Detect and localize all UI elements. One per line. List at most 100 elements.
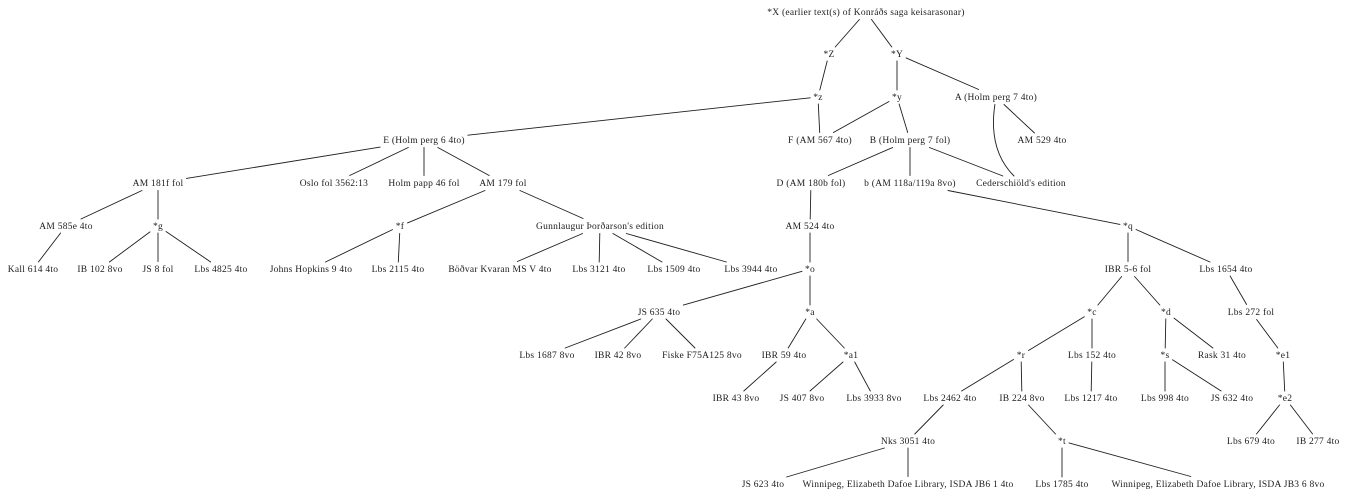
- edge-X-Y: [871, 19, 893, 48]
- node-A: A (Holm perg 7 4to): [955, 92, 1037, 103]
- edge-JS635-IBR42: [624, 318, 653, 349]
- node-AM529: AM 529 4to: [1018, 136, 1067, 146]
- node-Lbs3121: Lbs 3121 4to: [572, 265, 625, 275]
- node-X: *X (earlier text(s) of Konráðs saga keis…: [767, 7, 964, 18]
- edge-E-AM179: [437, 147, 490, 176]
- edge-Lbs2462-Nks3051: [914, 404, 944, 435]
- node-AM524: AM 524 4to: [786, 222, 835, 232]
- edge-e2-IB277: [1289, 404, 1314, 435]
- edge-B-Ceder: [928, 147, 1004, 177]
- edge-B-D: [827, 147, 894, 176]
- edge-JS635-Lbs1687: [564, 318, 642, 349]
- node-JH9: Johns Hopkins 9 4to: [270, 265, 353, 275]
- edge-Gunn-Lbs3944: [625, 233, 727, 263]
- edge-layer: [37, 19, 1314, 478]
- node-Y: *Y: [891, 50, 903, 60]
- node-WinJB6: Winnipeg, Elizabeth Dafoe Library, ISDA …: [803, 479, 1014, 490]
- node-WinJB3: Winnipeg, Elizabeth Dafoe Library, ISDA …: [1111, 479, 1324, 490]
- edge-r-IB224: [1020, 361, 1023, 392]
- node-IBR42: IBR 42 8vo: [595, 351, 642, 361]
- node-c: *c: [1087, 308, 1096, 318]
- node-Lbs1654: Lbs 1654 4to: [1199, 265, 1252, 275]
- edge-f-Lbs2115: [397, 233, 401, 263]
- edge-Lbs152-Lbs1217: [1090, 361, 1093, 392]
- edge-e2-Lbs679: [1256, 404, 1280, 435]
- node-Lbs1687: Lbs 1687 8vo: [519, 351, 574, 361]
- node-IBR59: IBR 59 4to: [762, 351, 807, 361]
- node-a: *a: [805, 308, 815, 318]
- edge-g-Lbs4825: [165, 231, 212, 263]
- edge-s-JS632: [1172, 359, 1222, 392]
- node-Lbs1785: Lbs 1785 4to: [1035, 480, 1088, 490]
- node-q: *q: [1123, 222, 1133, 232]
- node-Bodvar: Böðvar Kvaran MS V 4to: [448, 264, 551, 275]
- edge-q-Lbs1654: [1135, 229, 1211, 263]
- node-IB277: IB 277 4to: [1296, 437, 1339, 447]
- node-E: E (Holm perg 6 4to): [383, 135, 465, 146]
- edge-z-E: [467, 97, 811, 136]
- node-o: *o: [805, 265, 815, 275]
- node-r: *r: [1017, 351, 1026, 361]
- node-f: *f: [396, 221, 405, 232]
- node-z: *z: [813, 93, 822, 103]
- edge-y-B: [898, 103, 909, 133]
- node-D: D (AM 180b fol): [777, 178, 846, 189]
- node-Lbs3944: Lbs 3944 4to: [724, 265, 777, 275]
- edge-z-F: [817, 103, 821, 133]
- edge-o-JS635: [682, 270, 803, 306]
- edge-y-F: [832, 101, 890, 133]
- node-Lbs272: Lbs 272 fol: [1228, 307, 1275, 318]
- node-Lbs679: Lbs 679 4to: [1227, 437, 1275, 447]
- edge-IBR56-c: [1097, 276, 1123, 306]
- node-IB224: IB 224 8vo: [999, 394, 1044, 404]
- node-layer: *X (earlier text(s) of Konráðs saga keis…: [8, 7, 1340, 490]
- node-JS635: JS 635 4to: [638, 308, 681, 318]
- edge-AM585e-Kall614: [37, 232, 62, 263]
- node-e2: *e2: [1278, 394, 1292, 404]
- node-Kall614: Kall 614 4to: [8, 265, 59, 275]
- node-Lbs3933: Lbs 3933 8vo: [846, 394, 901, 404]
- edge-d-Rask31: [1173, 317, 1214, 349]
- node-Oslo: Oslo fol 3562:13: [300, 178, 368, 189]
- edge-r-Lbs2462: [961, 359, 1014, 392]
- node-JS632: JS 632 4to: [1211, 394, 1254, 404]
- node-JS407: JS 407 8vo: [780, 394, 825, 404]
- node-IBR56: IBR 5-6 fol: [1105, 264, 1152, 275]
- node-JS623: JS 623 4to: [742, 480, 785, 490]
- edge-c-r: [1028, 316, 1085, 351]
- node-AM181f: AM 181f fol: [133, 178, 184, 189]
- edge-D-AM524: [809, 190, 812, 220]
- node-bMS: b (AM 118a/119a 8vo): [864, 178, 956, 189]
- node-Lbs2115: Lbs 2115 4to: [372, 265, 425, 275]
- node-Nks3051: Nks 3051 4to: [881, 437, 935, 447]
- node-d: *d: [1161, 308, 1171, 318]
- node-F: F (AM 567 4to): [788, 135, 852, 146]
- edge-a-a1: [816, 318, 845, 349]
- edge-A-Ceder-curved: [993, 104, 1015, 177]
- node-IBR43: IBR 43 8vo: [713, 394, 760, 404]
- edge-E-AM181f: [185, 146, 381, 179]
- edge-Z-z: [819, 60, 828, 91]
- edge-IBR56-d: [1134, 276, 1161, 306]
- edge-t-WinJB3: [1068, 442, 1192, 477]
- edge-a1-JS407: [809, 361, 844, 392]
- node-s: *s: [1161, 351, 1170, 361]
- node-Lbs998: Lbs 998 4to: [1141, 394, 1189, 404]
- edge-g-IB102: [108, 231, 151, 263]
- edge-Lbs272-e1: [1256, 319, 1279, 349]
- node-Lbs1509: Lbs 1509 4to: [647, 265, 700, 275]
- edge-a1-Lbs3933: [854, 361, 871, 392]
- node-AM585e: AM 585e 4to: [39, 222, 92, 232]
- edge-A-AM529: [1003, 104, 1035, 134]
- node-g: *g: [153, 222, 163, 232]
- edge-Gunn-Bodvar: [516, 233, 584, 262]
- node-e1: *e1: [1276, 351, 1290, 361]
- node-a1: *a1: [844, 351, 858, 361]
- node-HolmPapp46: Holm papp 46 fol: [388, 178, 459, 189]
- node-IB102: IB 102 8vo: [77, 265, 122, 275]
- node-y: *y: [892, 93, 902, 103]
- edge-Gunn-Lbs1509: [612, 233, 663, 263]
- node-AM179: AM 179 fol: [479, 178, 526, 189]
- node-t: *t: [1058, 437, 1066, 447]
